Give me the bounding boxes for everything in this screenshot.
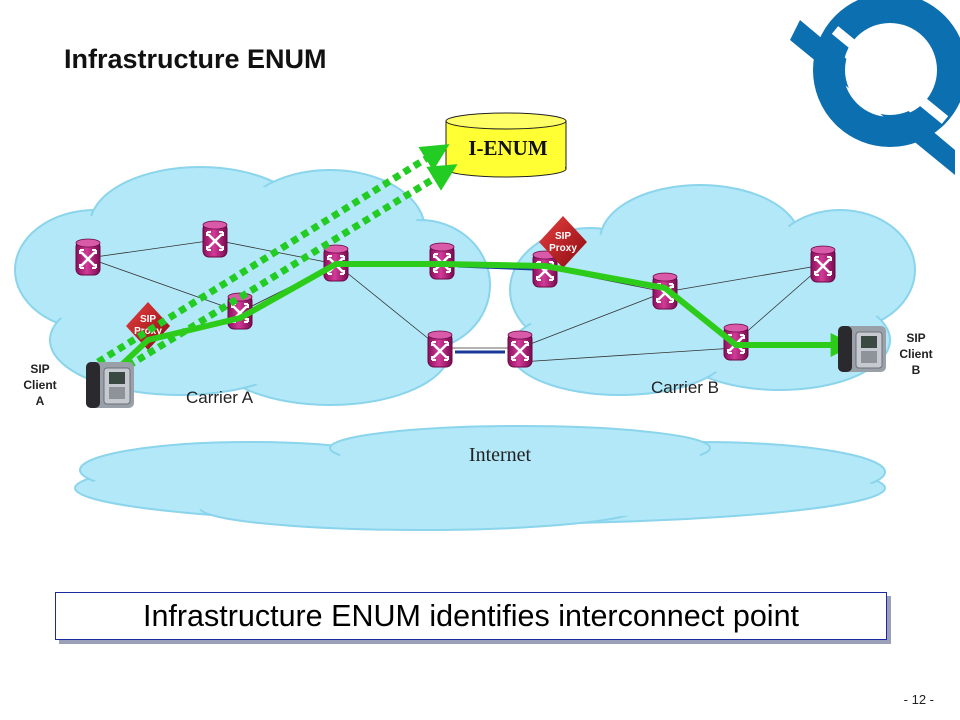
- client-a-line2: Client: [23, 378, 56, 392]
- proxy-b-line1: SIP: [555, 231, 571, 242]
- router-icon: [74, 237, 102, 277]
- sip-client-a-phone-icon: [85, 361, 135, 409]
- sip-client-b-phone-icon: [837, 325, 887, 373]
- carrier-a-label: Carrier A: [186, 388, 254, 407]
- carrier-b-label: Carrier B: [651, 378, 719, 397]
- slide-title: Infrastructure ENUM: [64, 44, 327, 74]
- router-icon: [426, 329, 454, 369]
- router-icon: [506, 329, 534, 369]
- i-enum-label: I-ENUM: [468, 136, 548, 160]
- company-logo-icon: [790, 0, 960, 175]
- proxy-a-line2: Proxy: [134, 326, 162, 337]
- client-b-line3: B: [912, 363, 921, 377]
- internet-label: Internet: [469, 444, 532, 466]
- client-a-line3: A: [36, 394, 45, 408]
- client-b-line2: Client: [899, 347, 932, 361]
- client-b-line1: SIP: [906, 331, 925, 345]
- i-enum-database-icon: [445, 112, 567, 178]
- call-path: [109, 261, 855, 377]
- page-number: - 12 -: [903, 692, 934, 707]
- proxy-a-line1: SIP: [140, 314, 156, 325]
- router-icon: [809, 244, 837, 284]
- sip-proxy-b-icon: SIP Proxy: [539, 216, 587, 268]
- proxy-b-line2: Proxy: [549, 243, 577, 254]
- caption-text: Infrastructure ENUM identifies interconn…: [142, 599, 800, 633]
- caption-box: Infrastructure ENUM identifies interconn…: [55, 592, 887, 640]
- router-icon: [201, 219, 229, 259]
- client-a-line1: SIP: [30, 362, 49, 376]
